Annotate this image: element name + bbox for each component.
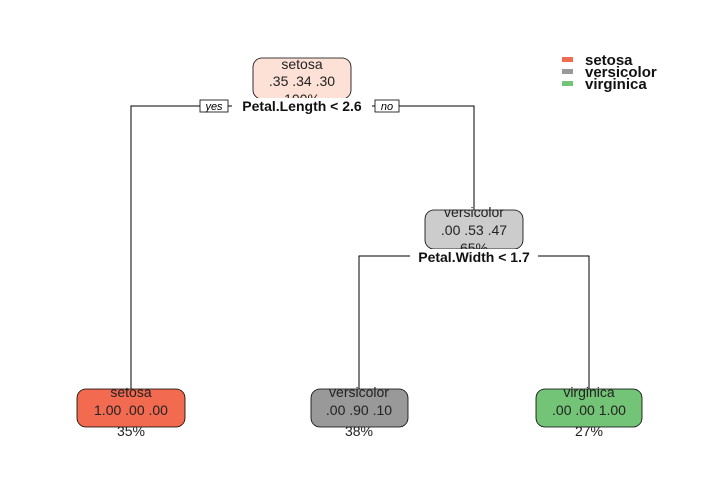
no-label: no [381, 101, 393, 113]
legend-swatch-virginica [562, 81, 573, 86]
legend-label-virginica: virginica [585, 76, 647, 93]
leaf-setosa-box [76, 388, 186, 428]
legend-swatch-versicolor [562, 69, 573, 74]
legend-label-setosa: setosa [585, 52, 633, 69]
root-node-class: setosa [281, 56, 322, 72]
node2-split-condition: Petal.Width < 1.7 [418, 249, 530, 265]
leaf-setosa-class: setosa [110, 384, 151, 400]
leaf-versicolor-class: versicolor [329, 384, 389, 400]
tree-edges [130, 105, 590, 390]
node2-split-backdrop [410, 249, 538, 264]
root-node: setosa .35 .34 .30 100% [252, 56, 352, 107]
edge-node2-to-versicolor [358, 255, 474, 390]
legend: setosa versicolor virginica [562, 52, 657, 93]
root-node-probs: .35 .34 .30 [269, 73, 335, 89]
leaf-virginica: virginica .00 .00 1.00 27% [535, 384, 643, 439]
leaf-setosa-percent: 35% [117, 423, 145, 439]
node2-probs: .00 .53 .47 [441, 222, 507, 238]
leaf-virginica-box [535, 388, 643, 428]
legend-label-versicolor: versicolor [585, 64, 657, 81]
yes-label-box [199, 99, 229, 113]
edge-node2-to-virginica [474, 255, 590, 390]
internal-node-versicolor: versicolor .00 .53 .47 65% [424, 204, 524, 256]
leaf-virginica-class: virginica [563, 384, 615, 400]
legend-swatch-setosa [562, 57, 573, 62]
edge-root-to-setosa [130, 105, 302, 390]
leaf-virginica-probs: .00 .00 1.00 [552, 402, 626, 418]
leaf-versicolor-box [310, 388, 409, 428]
leaf-versicolor-probs: .00 .90 .10 [326, 402, 392, 418]
yes-label: yes [204, 101, 223, 113]
leaf-versicolor-percent: 38% [345, 423, 373, 439]
node2-class: versicolor [444, 204, 504, 220]
node2-split: Petal.Width < 1.7 [410, 249, 538, 265]
leaf-setosa-probs: 1.00 .00 .00 [94, 402, 168, 418]
leaf-setosa: setosa 1.00 .00 .00 35% [76, 384, 186, 439]
leaf-versicolor: versicolor .00 .90 .10 38% [310, 384, 409, 439]
leaf-virginica-percent: 27% [575, 423, 603, 439]
no-label-box [374, 99, 400, 113]
root-split-backdrop [232, 98, 372, 114]
root-split: yes Petal.Length < 2.6 no [199, 98, 400, 114]
edge-root-to-node2 [302, 105, 475, 213]
root-split-condition: Petal.Length < 2.6 [242, 98, 362, 114]
